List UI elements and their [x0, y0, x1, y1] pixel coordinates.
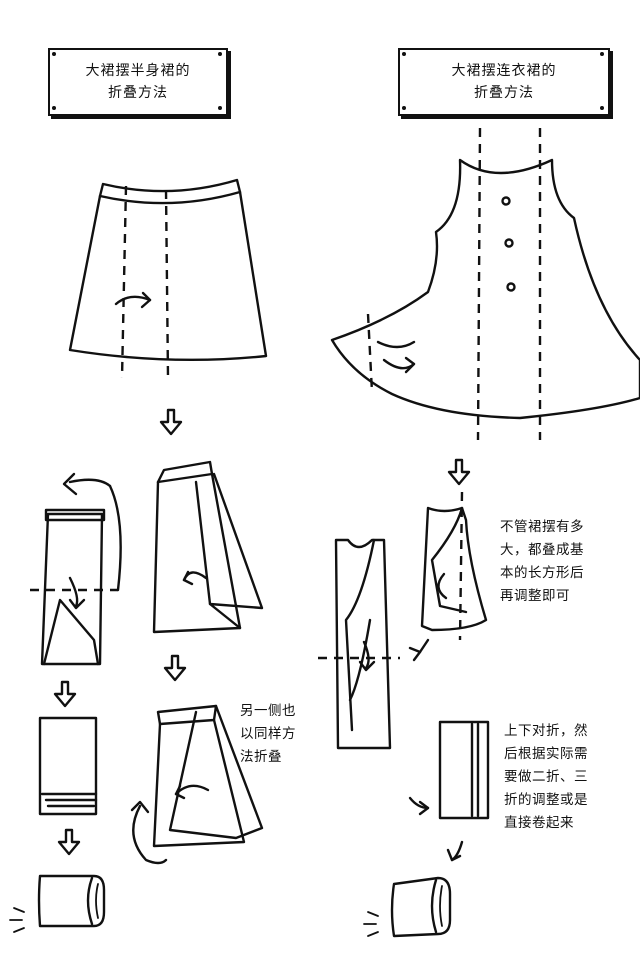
note-line: 要做二折、三 — [504, 769, 588, 785]
curve-arrow-1 — [408, 796, 430, 816]
down-arrow-4 — [57, 828, 81, 856]
skirt-step-rect — [38, 716, 98, 816]
skirt-step-other-side — [130, 704, 264, 865]
dress-title-box: 大裙摆连衣裙的 折叠方法 — [398, 48, 610, 116]
skirt-title-box: 大裙摆半身裙的 折叠方法 — [48, 48, 228, 116]
down-arrow-3 — [163, 654, 187, 682]
note-line: 再调整即可 — [500, 588, 570, 604]
note-line: 直接卷起来 — [504, 815, 574, 831]
dress-rectangle-note: 不管裙摆有多 大，都叠成基 本的长方形后 再调整即可 — [500, 516, 584, 608]
skirt-step-side-fold — [152, 460, 264, 634]
dress-flat-drawing — [330, 127, 640, 441]
down-arrow-1 — [159, 408, 183, 436]
curve-arrow-2 — [446, 840, 464, 862]
down-arrow-5 — [447, 458, 471, 486]
dress-title-line1: 大裙摆连衣裙的 — [451, 63, 557, 79]
note-line: 后根据实际需 — [504, 746, 588, 762]
note-line: 以同样方 — [240, 726, 296, 742]
skirt-title-line1: 大裙摆半身裙的 — [85, 63, 191, 79]
skirt-step-half-fold — [30, 472, 122, 666]
dress-step-folded — [438, 720, 490, 820]
dress-title-line2: 折叠方法 — [474, 85, 534, 101]
down-arrow-2 — [53, 680, 77, 708]
dress-step-side-fold — [420, 491, 488, 641]
dress-fold-note: 上下对折，然 后根据实际需 要做二折、三 折的调整或是 直接卷起来 — [504, 720, 588, 835]
dress-step-rect — [318, 538, 430, 750]
note-line: 折的调整或是 — [504, 792, 588, 808]
note-line: 本的长方形后 — [500, 565, 584, 581]
note-line: 法折叠 — [240, 749, 282, 765]
skirt-flat-drawing — [68, 178, 268, 379]
skirt-rolled-result — [9, 874, 106, 933]
dress-rolled-result — [363, 876, 452, 938]
skirt-other-side-note: 另一侧也 以同样方 法折叠 — [240, 700, 296, 769]
skirt-title-line2: 折叠方法 — [108, 85, 168, 101]
note-line: 不管裙摆有多 — [500, 519, 584, 535]
note-line: 大，都叠成基 — [500, 542, 584, 558]
note-line: 上下对折，然 — [504, 723, 588, 739]
note-line: 另一侧也 — [240, 703, 296, 719]
